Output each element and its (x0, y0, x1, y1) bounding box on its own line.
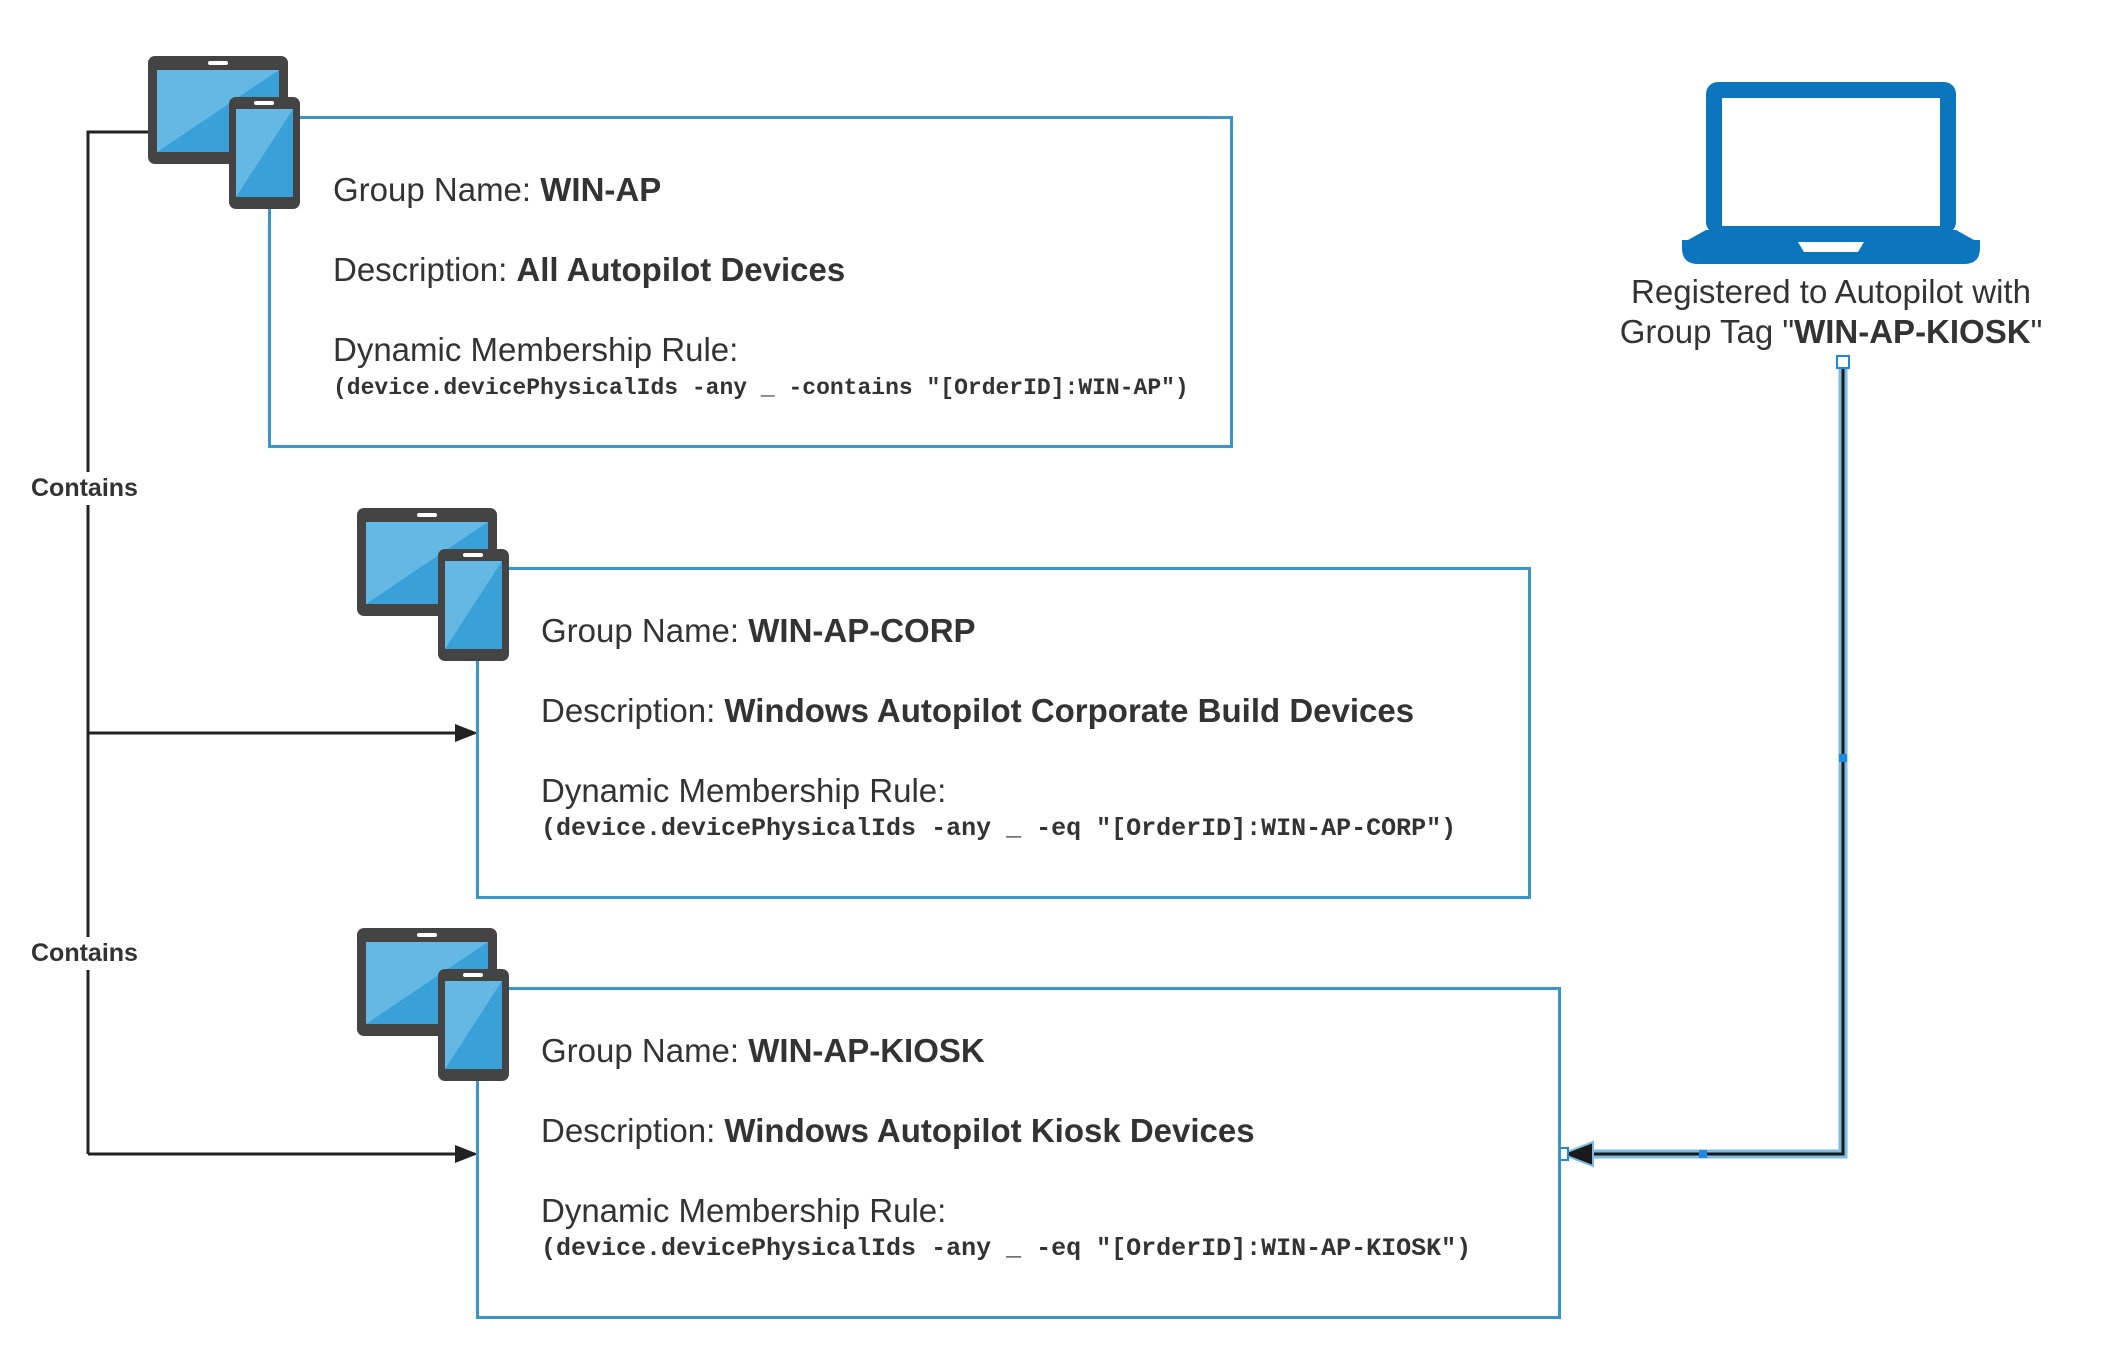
description-label: Description: (333, 251, 517, 288)
contains-trunk-line (86, 130, 150, 1154)
rule-expression: (device.devicePhysicalIds -any _ -eq "[O… (541, 814, 1457, 843)
arrowhead-kiosk (455, 1145, 478, 1163)
laptop-icon (1682, 82, 1980, 264)
description-value: Windows Autopilot Corporate Build Device… (724, 692, 1415, 729)
group-box-win-ap[interactable]: Group Name: WIN-AP Description: All Auto… (268, 116, 1233, 448)
selection-handle-top[interactable] (1836, 355, 1850, 369)
selection-handle-mid-vertical[interactable] (1839, 754, 1847, 762)
description-line: Description: Windows Autopilot Kiosk Dev… (541, 1112, 1255, 1150)
rule-expression: (device.devicePhysicalIds -any _ -eq "[O… (541, 1234, 1472, 1263)
group-name-value: WIN-AP (540, 171, 662, 208)
laptop-caption: Registered to Autopilot with Group Tag "… (1551, 272, 2109, 352)
description-label: Description: (541, 692, 725, 729)
caption-line-1: Registered to Autopilot with (1631, 273, 2031, 310)
contains-label-2: Contains (25, 937, 144, 970)
description-line: Description: Windows Autopilot Corporate… (541, 692, 1414, 730)
description-value: All Autopilot Devices (516, 251, 846, 288)
group-name-label: Group Name: (541, 1032, 749, 1069)
group-name-line: Group Name: WIN-AP-CORP (541, 612, 976, 650)
caption-line-2: Group Tag "WIN-AP-KIOSK" (1551, 312, 2109, 352)
caption-group-tag: WIN-AP-KIOSK (1794, 313, 2031, 350)
group-name-value: WIN-AP-CORP (748, 612, 976, 649)
group-name-line: Group Name: WIN-AP-KIOSK (541, 1032, 985, 1070)
tablet-phone-icon (148, 56, 300, 209)
rule-label: Dynamic Membership Rule: (541, 1192, 947, 1229)
laptop-to-kiosk-line-outer (1588, 362, 1848, 1159)
description-line: Description: All Autopilot Devices (333, 251, 845, 289)
tablet-phone-icon (357, 508, 509, 661)
group-box-win-ap-kiosk[interactable]: Group Name: WIN-AP-KIOSK Description: Wi… (476, 987, 1561, 1319)
selection-handle-mid-horizontal[interactable] (1699, 1150, 1707, 1158)
rule-label: Dynamic Membership Rule: (333, 331, 739, 368)
arrowhead-laptop-kiosk (1559, 1140, 1594, 1168)
contains-label-1: Contains (25, 472, 144, 505)
caption-suffix: " (2030, 313, 2043, 350)
group-name-label: Group Name: (541, 612, 749, 649)
group-name-line: Group Name: WIN-AP (333, 171, 661, 209)
group-box-win-ap-corp[interactable]: Group Name: WIN-AP-CORP Description: Win… (476, 567, 1531, 899)
group-name-label: Group Name: (333, 171, 541, 208)
arrowhead-corp (455, 724, 478, 742)
group-name-value: WIN-AP-KIOSK (748, 1032, 985, 1069)
description-value: Windows Autopilot Kiosk Devices (724, 1112, 1255, 1149)
laptop-to-kiosk-line (1588, 362, 1845, 1156)
rule-expression: (device.devicePhysicalIds -any _ -contai… (333, 375, 1189, 401)
caption-prefix: Group Tag " (1619, 313, 1795, 350)
rule-label: Dynamic Membership Rule: (541, 772, 947, 809)
description-label: Description: (541, 1112, 725, 1149)
tablet-phone-icon (357, 928, 509, 1081)
